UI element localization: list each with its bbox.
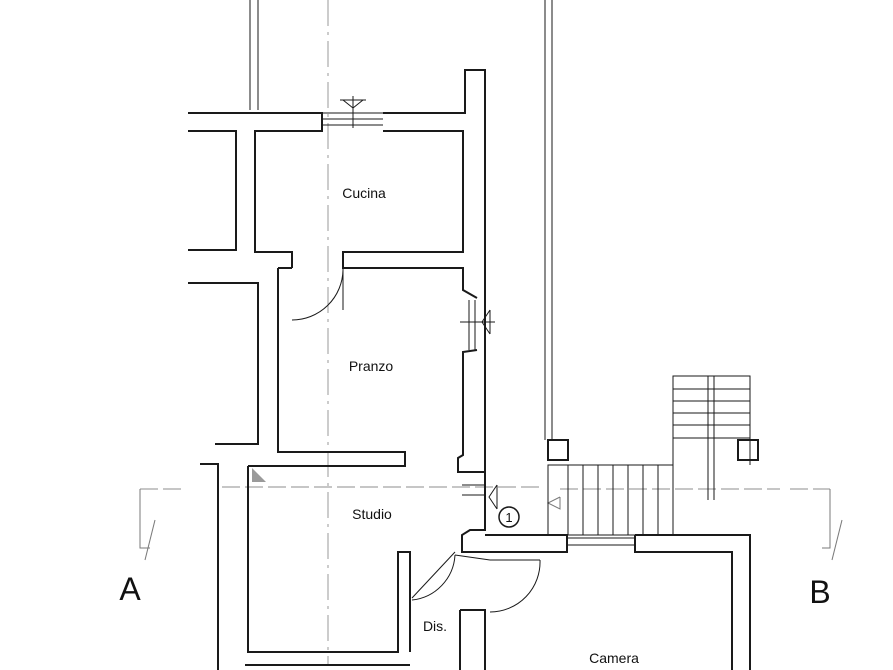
walls	[188, 69, 751, 670]
corner-mark	[252, 468, 266, 482]
section-marker-b: B	[809, 574, 830, 610]
room-label-study: Studio	[352, 506, 392, 522]
room-label-dining: Pranzo	[349, 358, 394, 374]
section-line-a-b	[139, 486, 843, 561]
doors	[291, 268, 541, 613]
room-label-kitchen: Cucina	[342, 185, 386, 201]
stairs	[547, 375, 759, 536]
room-label-bedroom: Camera	[589, 650, 639, 666]
windows	[322, 96, 635, 546]
callout-number: 1	[505, 510, 512, 525]
light-well	[249, 0, 553, 440]
room-label-hall: Dis.	[423, 618, 447, 634]
section-marker-a: A	[119, 571, 141, 607]
callout-marker: 1	[498, 506, 520, 528]
